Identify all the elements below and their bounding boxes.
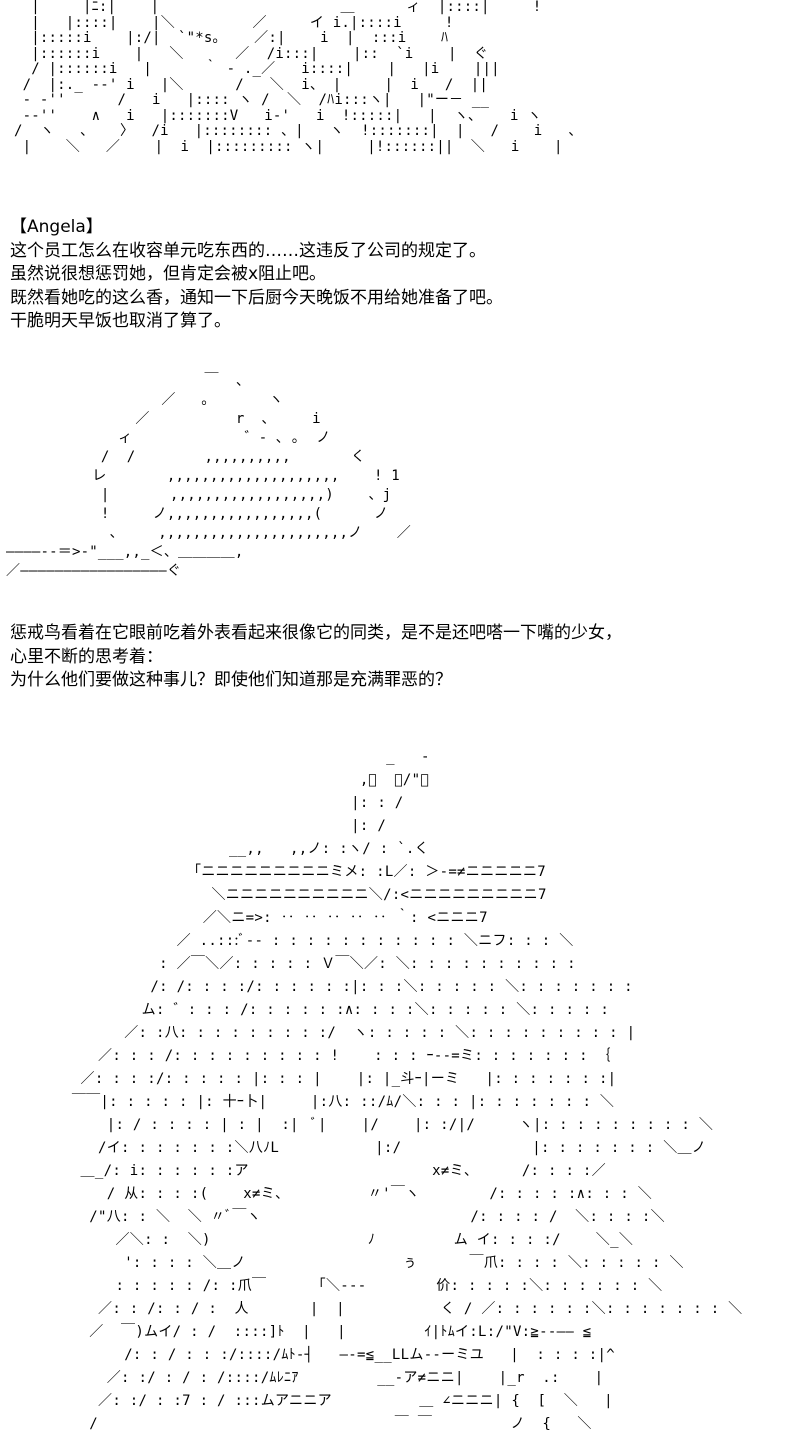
narration-block: 惩戒鸟看着在它眼前吃着外表看起来很像它的同类，是不是还吧嗒一下嘴的少女， 心里不… [10, 622, 790, 693]
dialogue-line: 这个员工怎么在收容单元吃东西的……这违反了公司的规定了。 [10, 240, 486, 261]
narration-line: 惩戒鸟看着在它眼前吃着外表看起来很像它的同类，是不是还吧嗒一下嘴的少女， [10, 623, 622, 643]
ascii-art-punishing-bird: ￣ 、 ／ ｡ ヽ ／ r ､ i ィ ゛‐ ､ ｡ ノ / / ,,,,,,,… [6, 373, 412, 579]
dialogue-line: 虽然说很想惩罚她，但肯定会被x阻止吧。 [10, 264, 327, 284]
narration-line: 心里不断的思考着： [10, 646, 163, 667]
dialogue-block-angela: 【Angela】 这个员工怎么在收容单元吃东西的……这违反了公司的规定了。 虽然… [10, 216, 790, 334]
dialogue-line: 干脆明天早饭也取消了算了。 [10, 311, 231, 331]
narration-line: 为什么他们要做这种事儿？即使他们知道那是充满罪恶的？ [10, 670, 452, 690]
dialogue-line: 既然看她吃的这么香，通知一下后厨今天晚饭不用给她准备了吧。 [10, 287, 503, 308]
speaker-label: 【Angela】 [10, 217, 103, 237]
ascii-art-girl-eating: _ ‐ ,ﾞ ﾞ/"￣ |: : / |: / __,, ,,ノ: :ヽ/ : … [71, 749, 743, 1432]
ascii-art-character-top: | |ﾆ:| | ＿ ィ |::::| ! | |::::| |＼ ／ イ i.… [14, 0, 583, 155]
